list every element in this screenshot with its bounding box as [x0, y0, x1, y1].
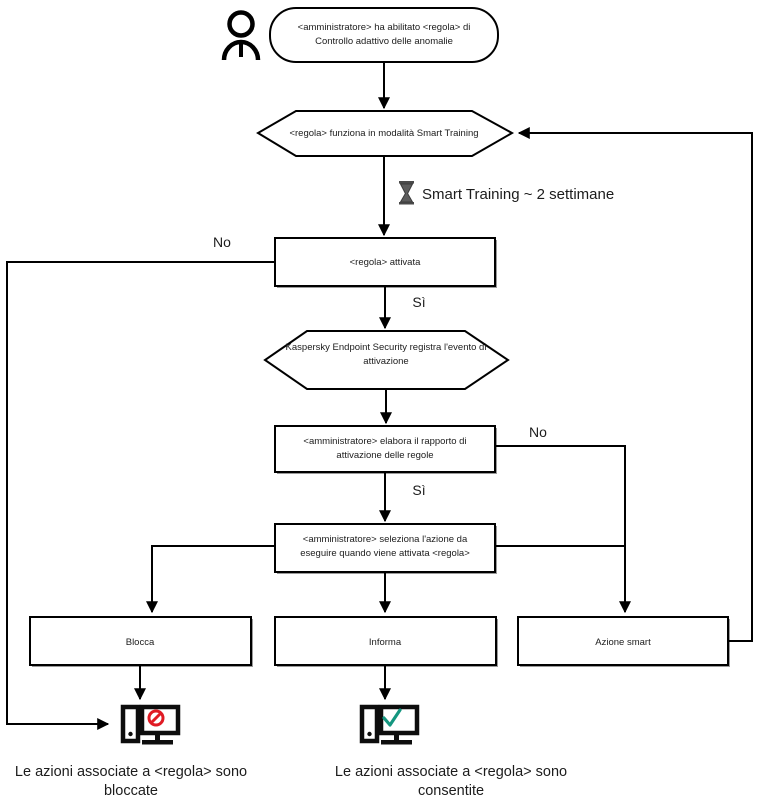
node-start-line1: <amministratore> ha abilitato <regola> d… — [298, 22, 471, 33]
node-inform-label: Informa — [369, 637, 402, 648]
edge-admin-report-no — [495, 445, 631, 614]
node-admin-select-action-line1: <amministratore> seleziona l'azione da — [303, 534, 468, 545]
branch-label-rule-activated-yes: Sì — [412, 294, 425, 310]
node-kes-event-line2: attivazione — [363, 356, 408, 367]
node-start — [269, 7, 499, 63]
node-inform — [274, 616, 497, 666]
caption-blocked-line1: Le azioni associate a <regola> sono — [15, 764, 247, 780]
node-block — [29, 616, 252, 666]
branch-label-admin-report-no: No — [529, 424, 547, 440]
node-admin-report — [274, 425, 496, 473]
note-smart-training-duration: Smart Training ~ 2 settimane — [422, 186, 614, 203]
node-kes-event-line1: Kaspersky Endpoint Security registra l'e… — [286, 342, 487, 353]
node-start-line2: Controllo adattivo delle anomalie — [315, 36, 453, 47]
branch-label-admin-report-yes: Sì — [412, 482, 425, 498]
computer-blocked-icon — [120, 704, 181, 745]
edge-smart-action-loopback — [517, 127, 753, 642]
caption-allowed-line2: consentite — [418, 783, 484, 799]
node-admin-report-line1: <amministratore> elabora il rapporto di — [303, 436, 466, 447]
node-block-label: Blocca — [126, 637, 155, 648]
edge-rule-activated-no — [6, 261, 275, 730]
node-admin-select-action — [274, 523, 496, 573]
caption-blocked-line2: bloccate — [104, 783, 158, 799]
node-rule-activated-label: <regola> attivata — [350, 257, 421, 268]
node-admin-report-line2: attivazione delle regole — [336, 450, 433, 461]
node-smart-action — [517, 616, 729, 666]
branch-label-rule-activated-no: No — [213, 234, 231, 250]
node-smart-training-label: <regola> funziona in modalità Smart Trai… — [289, 128, 478, 139]
hourglass-icon — [399, 181, 414, 205]
person-icon — [221, 10, 261, 61]
node-smart-action-label: Azione smart — [595, 637, 651, 648]
node-smart-training — [256, 110, 515, 157]
node-kes-event — [263, 330, 510, 390]
node-admin-select-action-line2: eseguire quando viene attivata <regola> — [300, 548, 470, 559]
caption-allowed-line1: Le azioni associate a <regola> sono — [335, 764, 567, 780]
edge-select-to-block — [146, 545, 275, 614]
computer-allowed-icon — [359, 704, 420, 745]
